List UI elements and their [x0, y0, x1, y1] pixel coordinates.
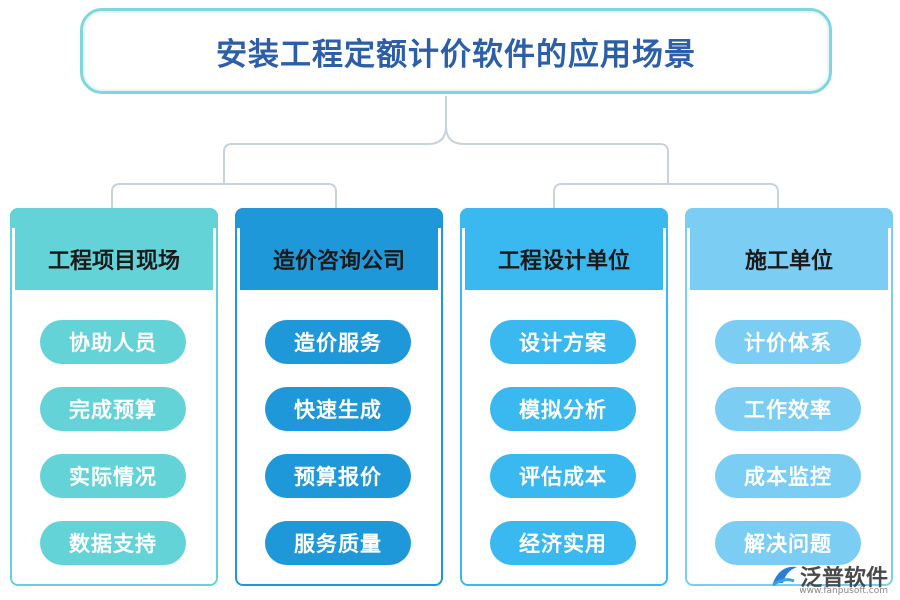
item-pill: 完成预算 [40, 387, 186, 431]
item-pill: 快速生成 [265, 387, 411, 431]
watermark: 泛普软件 www.fanpusoft.com [770, 560, 888, 596]
column-top-bar [10, 208, 218, 228]
item-pill: 计价体系 [715, 320, 861, 364]
column-header: 造价咨询公司 [240, 228, 438, 290]
connector-left [111, 183, 337, 208]
column-top-bar [685, 208, 893, 228]
item-pill: 服务质量 [265, 521, 411, 565]
item-pill: 造价服务 [265, 320, 411, 364]
column-header: 工程项目现场 [15, 228, 213, 290]
watermark-url: www.fanpusoft.com [799, 586, 888, 596]
item-pill: 经济实用 [490, 521, 636, 565]
item-pill: 成本监控 [715, 454, 861, 498]
item-pill: 数据支持 [40, 521, 186, 565]
connector-right [553, 183, 779, 208]
column-4: 施工单位计价体系工作效率成本监控解决问题 [685, 208, 893, 586]
item-pill: 模拟分析 [490, 387, 636, 431]
watermark-brand: 泛普软件 [799, 566, 888, 591]
brand-logo-icon [772, 566, 797, 587]
column-header: 施工单位 [690, 228, 888, 290]
item-pill: 预算报价 [265, 454, 411, 498]
item-pill: 工作效率 [715, 387, 861, 431]
diagram-title: 安装工程定额计价软件的应用场景 [216, 36, 696, 73]
item-pill: 评估成本 [490, 454, 636, 498]
column-2: 造价咨询公司造价服务快速生成预算报价服务质量 [235, 208, 443, 586]
column-top-bar [235, 208, 443, 228]
item-pill: 设计方案 [490, 320, 636, 364]
column-top-bar [460, 208, 668, 228]
title-box: 安装工程定额计价软件的应用场景 [80, 8, 832, 94]
item-pill: 实际情况 [40, 454, 186, 498]
item-pill: 解决问题 [715, 521, 861, 565]
column-header: 工程设计单位 [465, 228, 663, 290]
column-1: 工程项目现场协助人员完成预算实际情况数据支持 [10, 208, 218, 586]
column-3: 工程设计单位设计方案模拟分析评估成本经济实用 [460, 208, 668, 586]
connector-stem [223, 96, 669, 184]
item-pill: 协助人员 [40, 320, 186, 364]
